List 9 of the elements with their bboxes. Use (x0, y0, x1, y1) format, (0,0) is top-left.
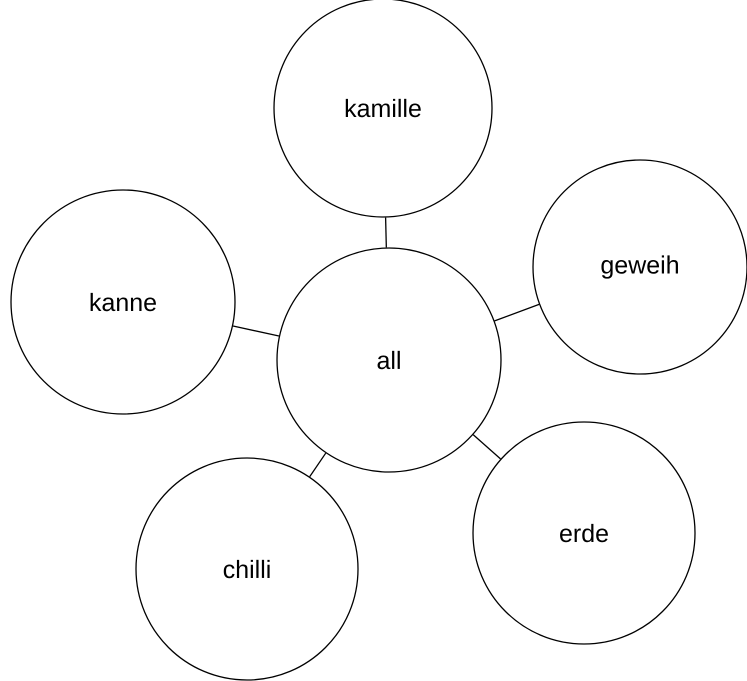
circle-node: all (276, 247, 502, 473)
connector-line (472, 434, 501, 460)
connector-line (494, 304, 540, 322)
circle-node: kanne (10, 189, 236, 415)
circle-node: chilli (135, 457, 359, 681)
connector-line (309, 452, 326, 478)
circle-node: erde (472, 421, 696, 645)
connector-line (384, 218, 387, 248)
connector-line (232, 325, 280, 337)
